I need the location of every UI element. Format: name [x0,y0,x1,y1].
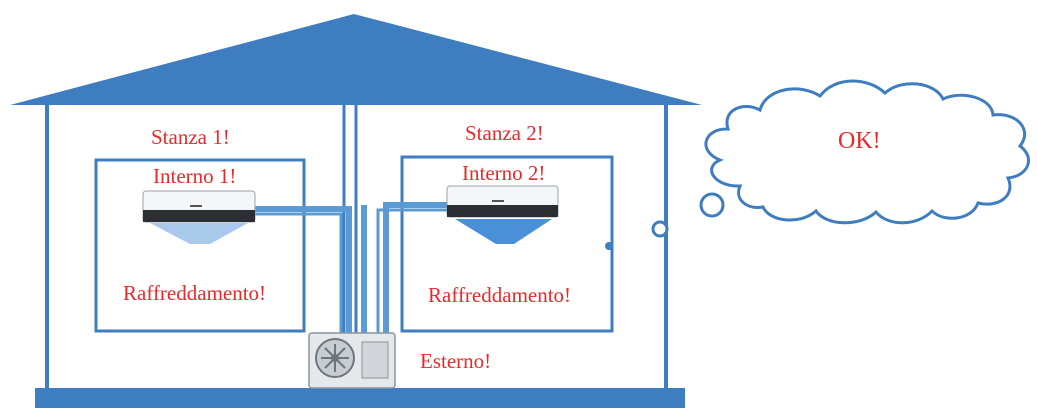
outdoor-unit-label: Esterno! [420,349,492,373]
room-2-mode-label: Raffreddamento! [428,283,572,307]
outdoor-ac-unit-icon [308,332,396,389]
room-1-mode-label: Raffreddamento! [123,281,267,305]
roof [10,14,702,105]
room-1-label: Stanza 1! [151,125,230,149]
indoor-ac-unit-icon [142,190,256,244]
refrigerant-pipes [252,202,449,345]
room-2-label: Stanza 2! [465,121,544,145]
indoor-ac-unit-icon [446,185,559,244]
door-handle [605,242,613,250]
thought-text: OK! [838,128,881,154]
thought-cloud-icon [651,79,1030,238]
indoor-unit-1-label: Interno 1! [153,164,237,188]
floor [35,388,685,408]
room-1-box [94,158,306,333]
indoor-unit-2-label: Interno 2! [462,161,546,185]
